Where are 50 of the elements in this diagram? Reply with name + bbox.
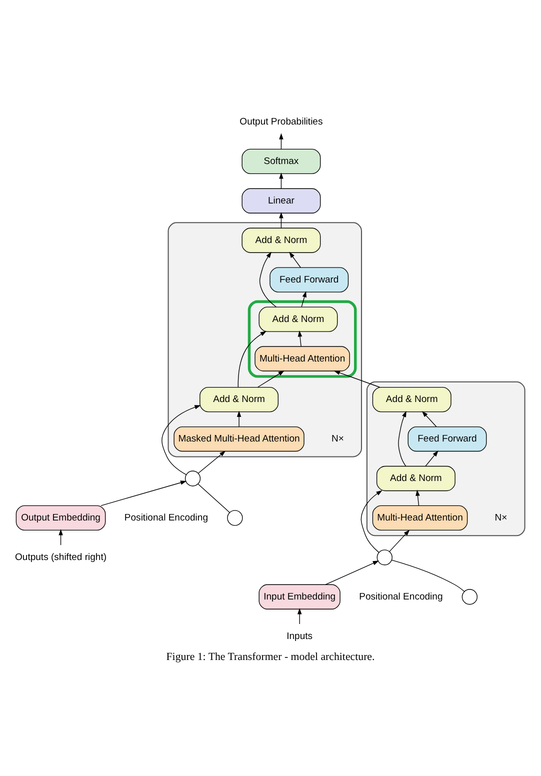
arrow xyxy=(289,252,301,268)
arrow xyxy=(257,370,284,388)
node-box: Feed Forward xyxy=(270,267,349,292)
arrow xyxy=(279,172,284,189)
node-box: Linear xyxy=(242,188,321,214)
arrow xyxy=(198,450,226,474)
arrow xyxy=(398,410,406,467)
arrow xyxy=(360,490,382,553)
arrow xyxy=(301,291,306,308)
node-box: Softmax xyxy=(242,148,321,174)
arrow xyxy=(238,331,266,388)
node-text: Outputs (shifted right) xyxy=(15,552,107,563)
node-box: Masked Multi-Head Attention xyxy=(174,426,304,452)
connector xyxy=(198,484,230,513)
node-box: Feed Forward xyxy=(408,426,487,452)
node-circle xyxy=(184,470,201,486)
arrow xyxy=(162,405,201,475)
arrow xyxy=(279,133,284,150)
arrow xyxy=(416,490,420,506)
arrow xyxy=(334,370,380,388)
arrow xyxy=(425,450,438,466)
node-text: Output Probabilities xyxy=(240,116,323,128)
arrow xyxy=(58,529,63,546)
node-text: Inputs xyxy=(286,630,313,642)
node-box: Multi-Head Attention xyxy=(372,505,468,531)
node-label: Positional Encoding xyxy=(359,591,443,602)
arrow xyxy=(298,330,302,347)
arrow xyxy=(422,411,437,428)
node-label: N× xyxy=(494,512,508,524)
node-box: Add & Norm xyxy=(242,228,321,253)
arrow xyxy=(100,480,187,506)
caption: Figure 1: The Transformer - model architecture. xyxy=(166,651,375,664)
node-label: Positional Encoding xyxy=(124,512,208,524)
node-label: N× xyxy=(331,434,344,445)
node-box: Add & Norm xyxy=(376,466,456,492)
node-box: Add & Norm xyxy=(200,386,278,412)
arrow xyxy=(325,560,379,585)
arrow xyxy=(389,530,410,552)
node-box: Output Embedding xyxy=(16,505,106,531)
node-circle xyxy=(462,589,478,605)
arrow xyxy=(236,410,242,428)
node-box: Add & Norm xyxy=(258,306,338,332)
node-box: Input Embedding xyxy=(258,584,340,610)
arrow xyxy=(279,212,284,228)
node-box: Add & Norm xyxy=(372,386,452,412)
connector xyxy=(391,560,465,592)
arrow xyxy=(297,608,302,624)
node-circle xyxy=(376,550,392,566)
node-box: Multi-Head Attention xyxy=(254,346,350,372)
node-circle xyxy=(227,510,243,526)
